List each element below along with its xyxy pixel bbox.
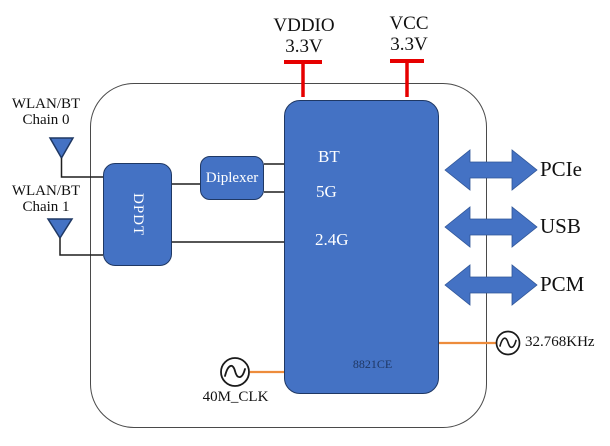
antenna-0-icon — [48, 137, 75, 160]
antenna-1-label: WLAN/BT Chain 1 — [5, 183, 87, 215]
clock-40m-label: 40M_CLK — [202, 389, 269, 405]
dpdt-label: DPDT — [130, 192, 146, 237]
oscillator-40m-icon — [220, 357, 250, 387]
pcm-interface-label: PCM — [540, 272, 585, 296]
chip-band-5g: 5G — [316, 182, 337, 201]
pcie-arrow-icon — [444, 149, 538, 191]
wifi-bt-chip-block: BT 5G 2.4G 8821CE — [284, 100, 439, 394]
vddio-power-label: VDDIO 3.3V — [269, 15, 339, 57]
pcie-interface-label: PCIe — [540, 157, 582, 181]
usb-arrow-icon — [444, 206, 538, 248]
usb-interface-label: USB — [540, 214, 581, 238]
antenna-1-icon — [46, 218, 74, 240]
chip-band-bt: BT — [318, 147, 340, 166]
vcc-voltage: 3.3V — [390, 34, 428, 55]
vddio-power-symbol — [284, 60, 322, 97]
antenna-1-label-line2: Chain 1 — [22, 199, 70, 215]
vcc-power-symbol — [390, 59, 424, 97]
diplexer-label: Diplexer — [205, 169, 259, 186]
chip-band-24g: 2.4G — [315, 230, 349, 249]
antenna-1-feed-line — [59, 238, 103, 256]
antenna-0-label-line1: WLAN/BT — [11, 96, 81, 112]
antenna-0-label-line2: Chain 0 — [22, 112, 70, 128]
vddio-name: VDDIO — [273, 15, 335, 36]
vcc-name: VCC — [389, 13, 429, 34]
clock-32k-label: 32.768KHz — [525, 334, 595, 350]
diplexer-block: Diplexer — [200, 156, 264, 200]
oscillator-32k-icon — [495, 330, 521, 356]
pcm-arrow-icon — [444, 264, 538, 306]
vddio-voltage: 3.3V — [285, 36, 323, 57]
dpdt-switch-block: DPDT — [103, 163, 172, 266]
chip-part-number: 8821CE — [352, 357, 393, 371]
vcc-power-label: VCC 3.3V — [374, 13, 444, 55]
antenna-1-label-line1: WLAN/BT — [11, 183, 81, 199]
antenna-0-label: WLAN/BT Chain 0 — [5, 96, 87, 128]
antenna-0-feed-line — [60, 158, 103, 178]
